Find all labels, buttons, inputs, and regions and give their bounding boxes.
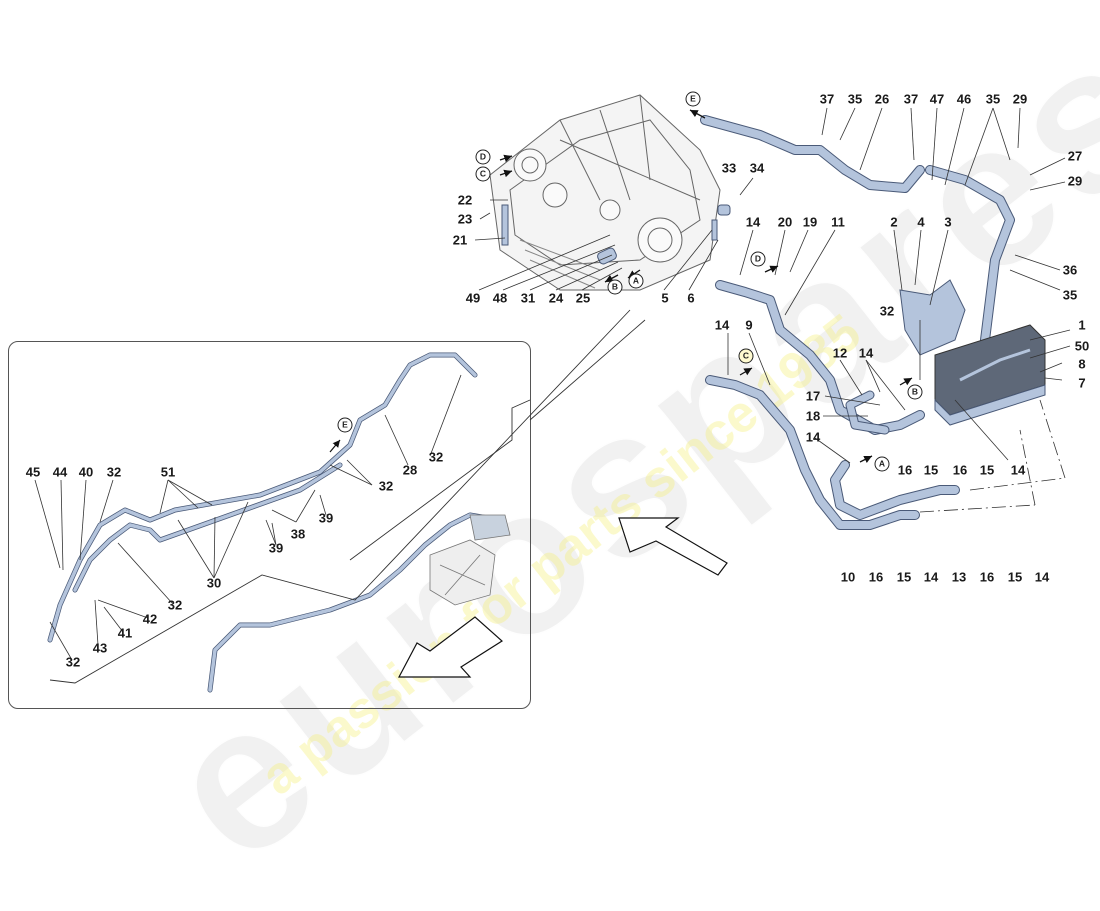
inset-hoses bbox=[47, 352, 503, 693]
ref-marker-d: D bbox=[750, 251, 766, 267]
part-label: 40 bbox=[78, 464, 94, 480]
part-label: 22 bbox=[457, 192, 473, 208]
part-label: 24 bbox=[548, 290, 564, 306]
part-label: 32 bbox=[65, 654, 81, 670]
part-label: 29 bbox=[1012, 91, 1028, 107]
ref-marker-e: E bbox=[337, 417, 353, 433]
main-hoses bbox=[700, 115, 1015, 530]
part-label: 23 bbox=[457, 211, 473, 227]
part-label: 5 bbox=[661, 290, 669, 306]
part-label: 36 bbox=[1062, 262, 1078, 278]
part-label: 20 bbox=[777, 214, 793, 230]
ref-marker-e: E bbox=[685, 91, 701, 107]
part-label: 14 bbox=[858, 345, 874, 361]
part-label: 32 bbox=[428, 449, 444, 465]
ref-marker-c: C bbox=[475, 166, 491, 182]
part-label: 1 bbox=[1078, 317, 1086, 333]
inset-panel bbox=[8, 341, 531, 709]
part-label: 16 bbox=[868, 569, 884, 585]
part-label: 18 bbox=[805, 408, 821, 424]
part-label: 3 bbox=[944, 214, 952, 230]
part-label: 7 bbox=[1078, 375, 1086, 391]
oil-cooler bbox=[934, 324, 1046, 426]
gearbox-housing bbox=[489, 94, 721, 291]
part-label: 26 bbox=[874, 91, 890, 107]
part-label: 31 bbox=[520, 290, 536, 306]
part-label: 14 bbox=[923, 569, 939, 585]
arrow-forward-icon bbox=[618, 517, 728, 576]
part-label: 41 bbox=[117, 625, 133, 641]
ref-marker-b: B bbox=[607, 279, 623, 295]
ref-marker-a: A bbox=[628, 273, 644, 289]
part-label: 27 bbox=[1067, 148, 1083, 164]
part-label: 35 bbox=[985, 91, 1001, 107]
part-label: 17 bbox=[805, 388, 821, 404]
part-label: 32 bbox=[106, 464, 122, 480]
part-label: 9 bbox=[745, 317, 753, 333]
part-label: 47 bbox=[929, 91, 945, 107]
part-label: 35 bbox=[1062, 287, 1078, 303]
inset-transmission bbox=[429, 514, 511, 606]
part-label: 14 bbox=[1010, 462, 1026, 478]
part-label: 32 bbox=[879, 303, 895, 319]
part-label: 37 bbox=[819, 91, 835, 107]
part-label: 14 bbox=[1034, 569, 1050, 585]
part-label: 33 bbox=[721, 160, 737, 176]
part-label: 39 bbox=[268, 540, 284, 556]
ref-marker-d: D bbox=[475, 149, 491, 165]
part-label: 19 bbox=[802, 214, 818, 230]
part-label: 35 bbox=[847, 91, 863, 107]
part-label: 16 bbox=[979, 569, 995, 585]
part-label: 28 bbox=[402, 462, 418, 478]
part-label: 42 bbox=[142, 611, 158, 627]
part-label: 49 bbox=[465, 290, 481, 306]
part-label: 11 bbox=[831, 214, 845, 230]
part-label: 50 bbox=[1074, 338, 1090, 354]
part-label: 34 bbox=[749, 160, 765, 176]
arrow-backward-icon bbox=[398, 616, 503, 678]
part-label: 14 bbox=[745, 214, 761, 230]
part-label: 2 bbox=[890, 214, 898, 230]
part-label: 12 bbox=[832, 345, 848, 361]
direction-arrows bbox=[398, 517, 728, 678]
part-label: 38 bbox=[290, 526, 306, 542]
part-label: 10 bbox=[840, 569, 856, 585]
part-label: 15 bbox=[923, 462, 939, 478]
part-label: 32 bbox=[378, 478, 394, 494]
part-label: 45 bbox=[25, 464, 41, 480]
part-label: 37 bbox=[903, 91, 919, 107]
ref-marker-c: C bbox=[738, 348, 754, 364]
part-label: 14 bbox=[805, 429, 821, 445]
part-label: 15 bbox=[979, 462, 995, 478]
part-label: 39 bbox=[318, 510, 334, 526]
part-label: 25 bbox=[575, 290, 591, 306]
part-label: 16 bbox=[952, 462, 968, 478]
part-label: 16 bbox=[897, 462, 913, 478]
part-label: 32 bbox=[167, 597, 183, 613]
part-label: 8 bbox=[1078, 356, 1086, 372]
part-label: 44 bbox=[52, 464, 68, 480]
ref-marker-a: A bbox=[874, 456, 890, 472]
part-label: 4 bbox=[917, 214, 925, 230]
diagram-drawing bbox=[34, 94, 1071, 693]
part-label: 51 bbox=[160, 464, 176, 480]
part-label: 6 bbox=[687, 290, 695, 306]
part-label: 29 bbox=[1067, 173, 1083, 189]
ref-marker-b: B bbox=[907, 384, 923, 400]
part-label: 43 bbox=[92, 640, 108, 656]
part-label: 30 bbox=[206, 575, 222, 591]
part-label: 15 bbox=[896, 569, 912, 585]
part-label: 46 bbox=[956, 91, 972, 107]
part-label: 15 bbox=[1007, 569, 1023, 585]
part-label: 13 bbox=[951, 569, 967, 585]
parts-diagram: eurospares a passion for parts since 198… bbox=[8, 0, 1100, 909]
part-label: 48 bbox=[492, 290, 508, 306]
part-label: 21 bbox=[452, 232, 468, 248]
part-label: 14 bbox=[714, 317, 730, 333]
